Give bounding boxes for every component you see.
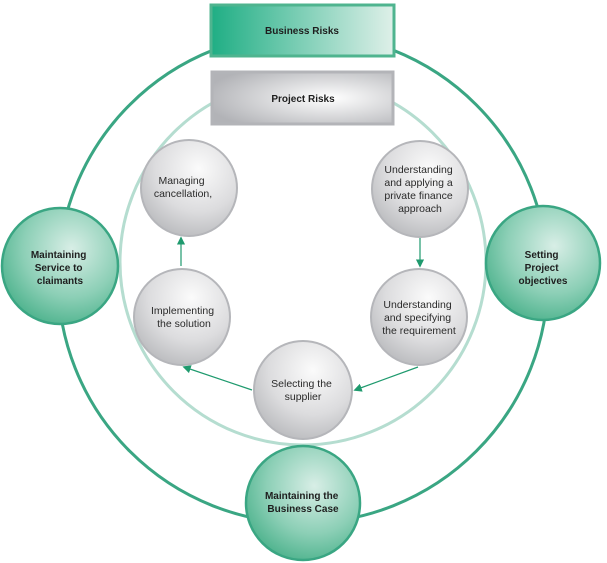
project-risks-header: Project Risks (210, 70, 395, 126)
step-node-label: Understanding and applying a private fin… (384, 164, 455, 215)
step-node-managing-cancellation: Managing cancellation, (140, 139, 238, 237)
outer-node-setting-objectives: Setting Project objectives (484, 204, 602, 322)
outer-node-label: Maintaining Service to claimants (31, 250, 89, 287)
step-node-selecting-supplier: Selecting the supplier (253, 340, 353, 440)
outer-node-maintaining-business-case: Maintaining the Business Case (244, 444, 362, 562)
business-risks-header: Business Risks (209, 3, 396, 58)
step-node-label: Managing cancellation, (154, 175, 212, 200)
arrow-step3-to-step4 (182, 365, 253, 391)
arrow-step2-to-step3 (353, 366, 419, 392)
outer-node-maintaining-service: Maintaining Service to claimants (0, 206, 120, 326)
step-node-implementing-solution: Implementing the solution (133, 268, 231, 366)
step-node-label: Implementing the solution (151, 305, 217, 330)
step-node-label: Understanding and specifying the require… (382, 299, 456, 337)
outer-node-label: Maintaining the Business Case (265, 491, 341, 515)
business-risks-label: Business Risks (265, 26, 339, 37)
project-risks-label: Project Risks (271, 94, 335, 105)
step-node-label: Selecting the supplier (271, 378, 335, 403)
step-node-specifying-requirement: Understanding and specifying the require… (370, 268, 468, 366)
step-node-private-finance: Understanding and applying a private fin… (371, 140, 469, 238)
outer-node-label: Setting Project objectives (519, 250, 568, 287)
